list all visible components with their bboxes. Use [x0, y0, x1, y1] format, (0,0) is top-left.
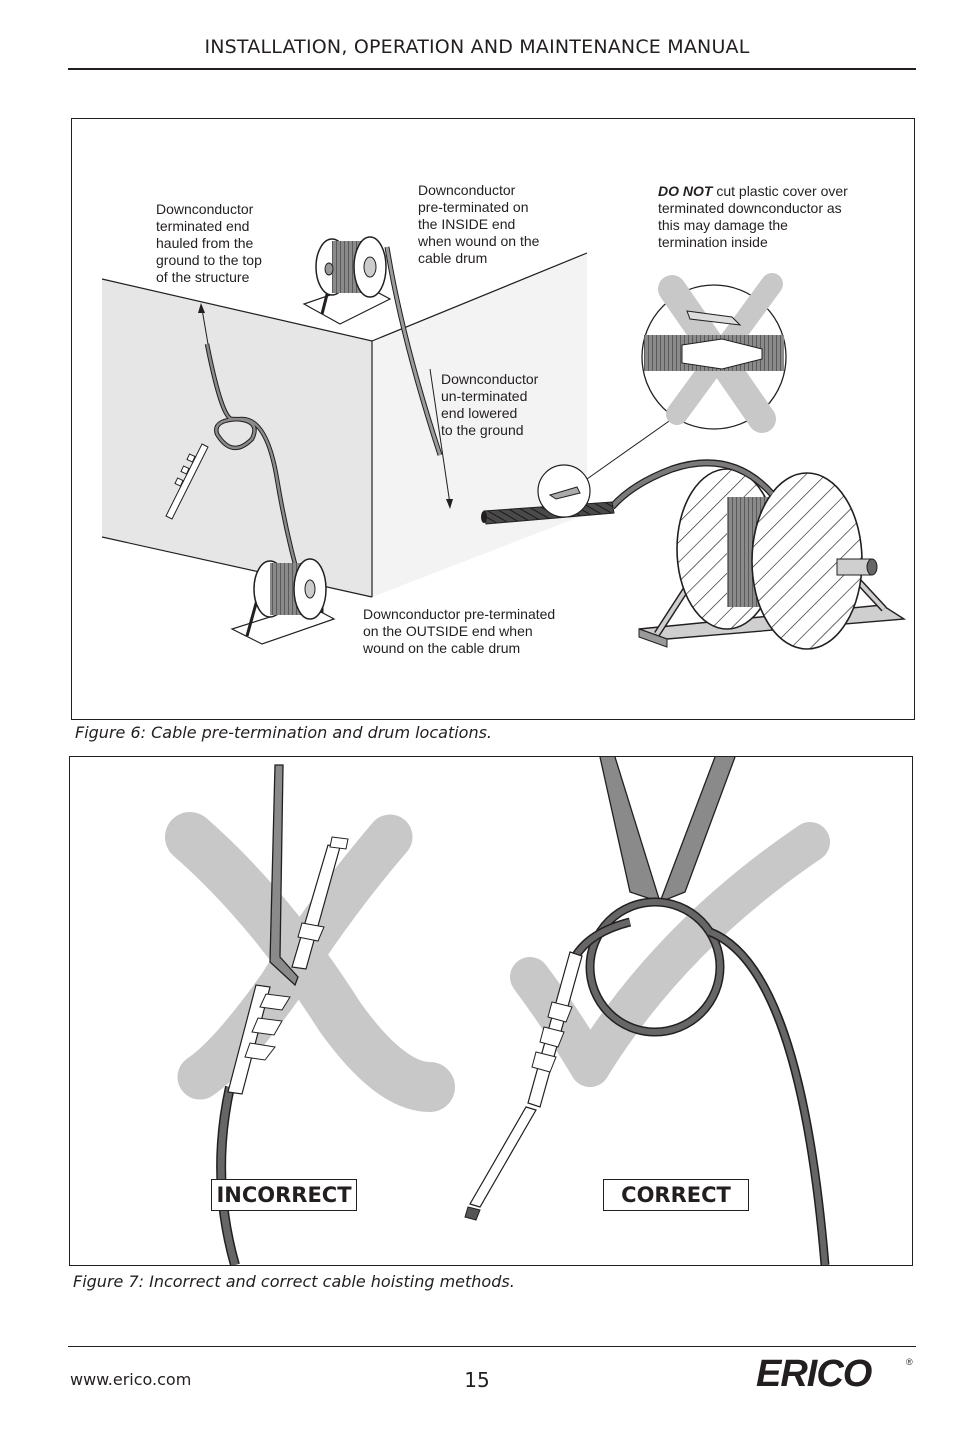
label-lowered: Downconductor un-terminated end lowered … — [441, 371, 539, 438]
svg-text:of the structure: of the structure — [156, 269, 250, 285]
label-inside: Downconductor pre-terminated on the INSI… — [417, 182, 540, 266]
figure-7-drawing — [165, 757, 830, 1265]
running-header: INSTALLATION, OPERATION AND MAINTENANCE … — [204, 36, 750, 58]
svg-text:ground to the top: ground to the top — [156, 252, 262, 268]
header-rule — [68, 68, 916, 70]
do-not-cut-detail — [641, 273, 787, 433]
label-do-not-cut: DO NOT cut plastic cover over terminated… — [658, 183, 848, 250]
label-hauled: Downconductor terminated end hauled from… — [156, 201, 262, 285]
termination-left — [165, 443, 209, 520]
svg-text:un-terminated: un-terminated — [441, 388, 527, 404]
cross-watermark-icon — [165, 812, 455, 1112]
figure-7-illustration: INCORRECT CORRECT — [69, 756, 913, 1266]
svg-text:hauled from the: hauled from the — [156, 235, 253, 251]
incorrect-hoisting — [216, 764, 349, 1265]
svg-text:end lowered: end lowered — [441, 405, 517, 421]
svg-text:DO NOT cut plastic cover over: DO NOT cut plastic cover over — [658, 183, 848, 199]
svg-text:Downconductor: Downconductor — [441, 371, 539, 387]
correct-hoisting — [464, 757, 830, 1265]
svg-text:ERICO: ERICO — [756, 1353, 872, 1393]
svg-text:on the OUTSIDE end when: on the OUTSIDE end when — [363, 623, 533, 639]
svg-text:terminated end: terminated end — [156, 218, 249, 234]
figure-6-caption: Figure 6: Cable pre-termination and drum… — [75, 723, 493, 742]
figure-7-caption: Figure 7: Incorrect and correct cable ho… — [73, 1272, 515, 1291]
svg-text:pre-terminated on: pre-terminated on — [418, 199, 529, 215]
svg-text:Downconductor: Downconductor — [156, 201, 254, 217]
svg-text:Downconductor pre-terminated: Downconductor pre-terminated — [363, 606, 555, 622]
svg-text:cable drum: cable drum — [418, 250, 487, 266]
footer-website-link[interactable]: www.erico.com — [70, 1370, 192, 1389]
cable-drum-large — [638, 468, 907, 650]
erico-logo-mark: ERICO ® — [756, 1353, 913, 1395]
svg-text:the INSIDE end: the INSIDE end — [418, 216, 515, 232]
svg-text:termination inside: termination inside — [658, 234, 768, 250]
svg-text:Downconductor: Downconductor — [418, 182, 516, 198]
page-number: 15 — [464, 1368, 490, 1392]
knife-small-icon — [537, 464, 591, 518]
cable-drum-roof — [302, 236, 392, 325]
svg-text:wound on the cable drum: wound on the cable drum — [362, 640, 520, 656]
svg-text:to the ground: to the ground — [441, 422, 524, 438]
svg-text:when wound on the: when wound on the — [417, 233, 540, 249]
figure-6-illustration: Downconductor terminated end hauled from… — [71, 118, 915, 720]
footer-rule — [68, 1346, 916, 1347]
correct-label: CORRECT — [603, 1179, 749, 1211]
svg-text:this may damage the: this may damage the — [658, 217, 788, 233]
svg-text:terminated downconductor as: terminated downconductor as — [658, 200, 842, 216]
svg-text:®: ® — [906, 1357, 913, 1367]
label-outside: Downconductor pre-terminated on the OUTS… — [362, 606, 555, 656]
incorrect-label: INCORRECT — [211, 1179, 357, 1211]
erico-logo: ERICO ® — [756, 1353, 916, 1397]
cable-drum-ground — [230, 558, 336, 645]
figure-6-drawing: Downconductor terminated end hauled from… — [101, 182, 907, 656]
